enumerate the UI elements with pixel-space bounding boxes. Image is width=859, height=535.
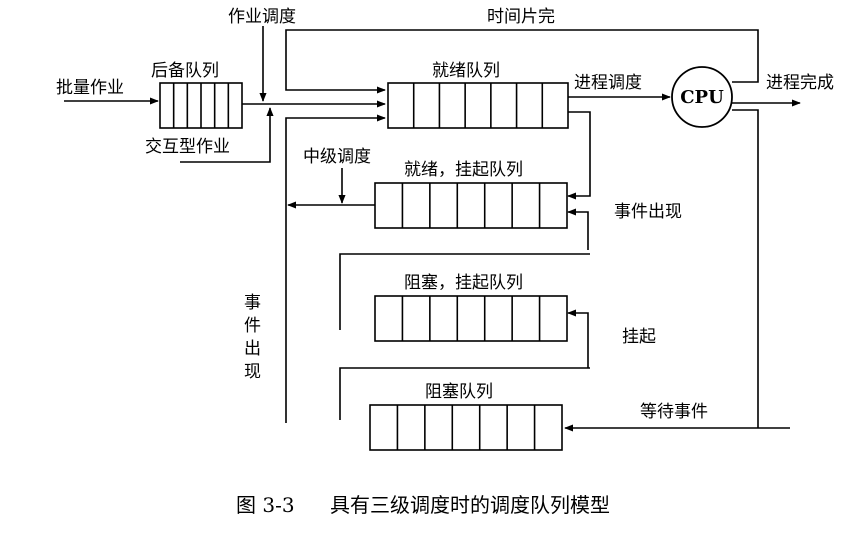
cpu-node: CPU <box>671 66 733 128</box>
backup-queue <box>159 82 243 129</box>
mid-scheduling-label: 中级调度 <box>303 147 371 167</box>
job-scheduling-label: 作业调度 <box>228 7 296 27</box>
readysusp-to-blocksusp-link <box>339 253 590 330</box>
flow-lines <box>64 26 801 432</box>
event-occurs-left-char-1: 事 <box>244 293 261 313</box>
blocked-queue <box>369 404 563 451</box>
event-occurs-right-label: 事件出现 <box>614 202 682 222</box>
wait-event-arrow <box>564 109 790 432</box>
event-occurs-left-char-4: 现 <box>244 362 261 382</box>
event-occurs-left-char-2: 件 <box>244 316 261 336</box>
time-slice-loop <box>285 29 759 94</box>
suspend-arrow <box>567 309 589 368</box>
ready-queue-label: 就绪队列 <box>432 61 500 81</box>
blocked-queue-label: 阻塞队列 <box>425 382 493 402</box>
backup-queue-label: 后备队列 <box>151 61 219 81</box>
event-occurs-arrow <box>567 208 589 250</box>
event-occurs-return-line <box>285 114 386 423</box>
ready-queue <box>387 82 569 129</box>
cpu-label: CPU <box>680 87 724 108</box>
interactive-jobs-label: 交互型作业 <box>145 137 230 157</box>
time-slice-label: 时间片完 <box>487 7 555 27</box>
figure-title: 具有三级调度时的调度队列模型 <box>330 493 610 517</box>
blocked-suspended-queue <box>374 295 568 342</box>
batch-jobs-label: 批量作业 <box>56 78 124 98</box>
event-occurs-left-char-3: 出 <box>244 339 261 359</box>
process-scheduling-label: 进程调度 <box>574 73 642 93</box>
figure-caption: 图 3-3 具有三级调度时的调度队列模型 <box>236 493 610 517</box>
interactive-jobs-arrow <box>180 107 274 163</box>
ready-suspended-queue <box>374 182 568 229</box>
suspend-label: 挂起 <box>622 327 656 347</box>
blocked-suspended-queue-label: 阻塞，挂起队列 <box>404 273 523 293</box>
diagram-labels: 作业调度 时间片完 后备队列 就绪队列 批量作业 交互型作业 进程调度 进程完成… <box>56 7 834 422</box>
wait-event-label: 等待事件 <box>640 402 708 422</box>
blocksusp-to-blocked-link <box>339 367 590 420</box>
process-done-label: 进程完成 <box>766 73 834 93</box>
figure-number: 图 3-3 <box>236 493 295 517</box>
ready-suspended-queue-label: 就绪，挂起队列 <box>404 160 523 180</box>
ready-to-readysusp-arrow <box>567 111 591 200</box>
